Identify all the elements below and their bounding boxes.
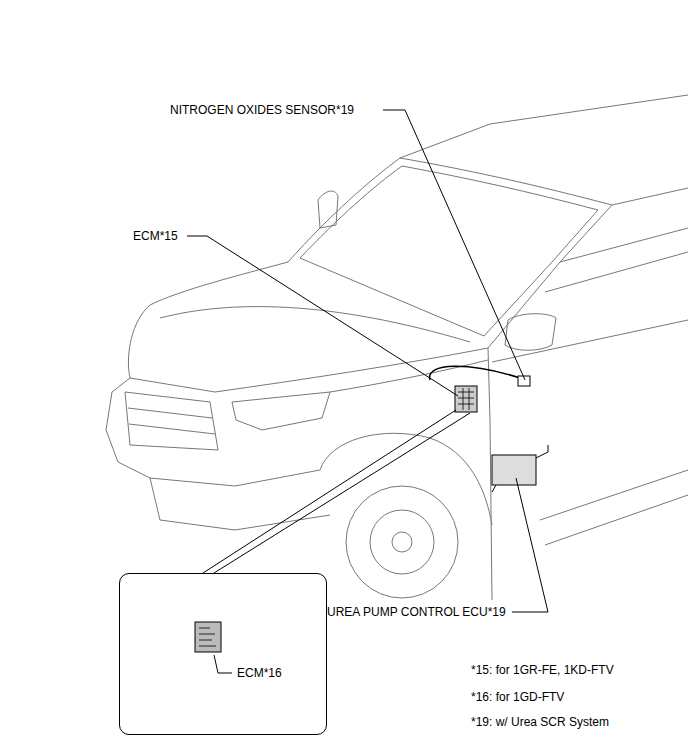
leader-line xyxy=(512,478,548,612)
inset-box: ECM*16 xyxy=(119,573,327,735)
footnote: *19: w/ Urea SCR System xyxy=(471,715,609,729)
front-face xyxy=(106,378,330,530)
inset-ecm xyxy=(195,622,221,652)
part-label: UREA PUMP CONTROL ECU*19 xyxy=(327,605,506,619)
leader-line xyxy=(383,110,525,380)
grille xyxy=(125,392,218,450)
ecm-body xyxy=(455,386,477,412)
wheel-center xyxy=(392,532,412,552)
door-lines xyxy=(492,228,688,545)
ecm-body xyxy=(195,622,221,652)
roof xyxy=(400,95,688,205)
ecm-grid xyxy=(458,388,474,410)
footnote: *16: for 1GD-FTV xyxy=(471,690,564,704)
hood-crease xyxy=(160,307,470,342)
part-label: NITROGEN OXIDES SENSOR*19 xyxy=(170,103,354,117)
a-pillar xyxy=(488,348,492,600)
wheel-hub xyxy=(370,510,434,574)
headlight xyxy=(232,392,330,430)
leader-lines xyxy=(187,110,548,673)
footnote: *15: for 1GR-FE, 1KD-FTV xyxy=(471,663,614,677)
inset-pointer xyxy=(203,410,470,573)
windshield xyxy=(288,158,612,348)
urea-pump-bracket xyxy=(492,445,548,492)
ecm-detail xyxy=(199,628,216,646)
wheel xyxy=(346,486,458,598)
urea-pump-ecu xyxy=(492,455,536,485)
leader-line xyxy=(187,236,458,396)
fender-arch xyxy=(320,433,492,525)
components xyxy=(430,366,548,492)
part-label: ECM*16 xyxy=(237,666,282,680)
sensor-harness xyxy=(430,366,520,380)
vehicle-body xyxy=(106,95,688,600)
hood xyxy=(128,262,488,392)
door-mirror xyxy=(505,314,556,351)
mirror-left xyxy=(318,191,338,228)
part-label: ECM*15 xyxy=(133,229,178,243)
leader-line xyxy=(214,655,232,673)
windshield-inner xyxy=(300,166,598,336)
